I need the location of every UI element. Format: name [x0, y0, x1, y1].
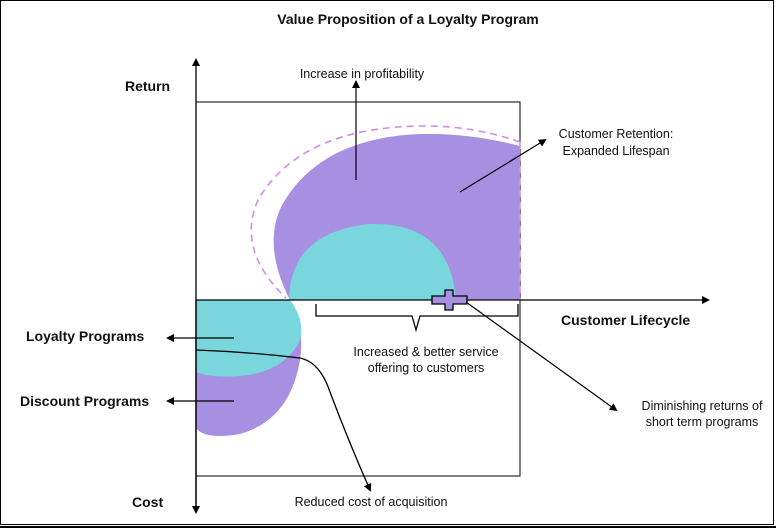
- service-brace: [315, 304, 519, 333]
- acquisition-curve-arrow: [195, 349, 372, 492]
- diagram-title: Value Proposition of a Loyalty Program: [277, 11, 538, 27]
- service-label-line1: Increased & better service: [353, 345, 498, 359]
- bottom-rule: [0, 526, 776, 528]
- loyalty-programs-area: [196, 300, 302, 377]
- diminishing-label-line1: Diminishing returns of: [642, 399, 763, 413]
- diminishing-arrow: [465, 301, 618, 412]
- service-label-line2: offering to customers: [368, 361, 485, 375]
- y-axis-top-label: Return: [125, 78, 170, 94]
- retention-arrow: [459, 138, 547, 193]
- acquisition-label: Reduced cost of acquisition: [295, 495, 448, 509]
- profitability-label: Increase in profitability: [300, 67, 425, 81]
- x-axis-label: Customer Lifecycle: [561, 312, 690, 328]
- diminishing-label-line2: short term programs: [646, 415, 759, 429]
- retention-label-line1: Customer Retention:: [559, 127, 674, 141]
- plus-marker-icon: [431, 289, 468, 311]
- service-dome: [289, 223, 456, 300]
- dashed-retention-outline: [250, 125, 521, 299]
- discount-programs-label: Discount Programs: [20, 393, 149, 409]
- y-axis-bottom-label: Cost: [132, 494, 163, 510]
- retention-label-line2: Expanded Lifespan: [562, 144, 669, 158]
- loyalty-programs-label: Loyalty Programs: [26, 328, 144, 344]
